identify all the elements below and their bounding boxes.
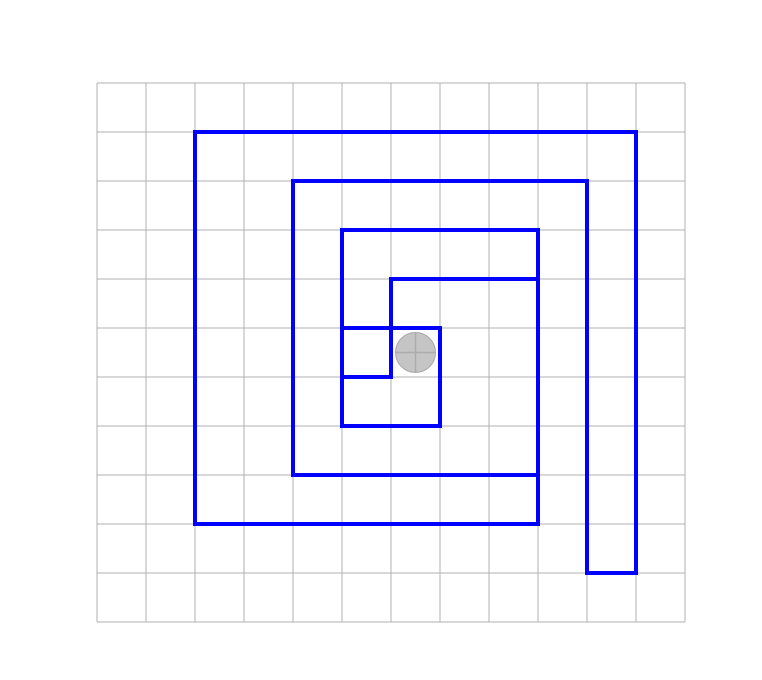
origin-dot xyxy=(395,332,436,373)
origin-marker xyxy=(395,332,436,373)
spiral-path-group xyxy=(193,130,638,575)
spiral-path xyxy=(193,130,638,575)
